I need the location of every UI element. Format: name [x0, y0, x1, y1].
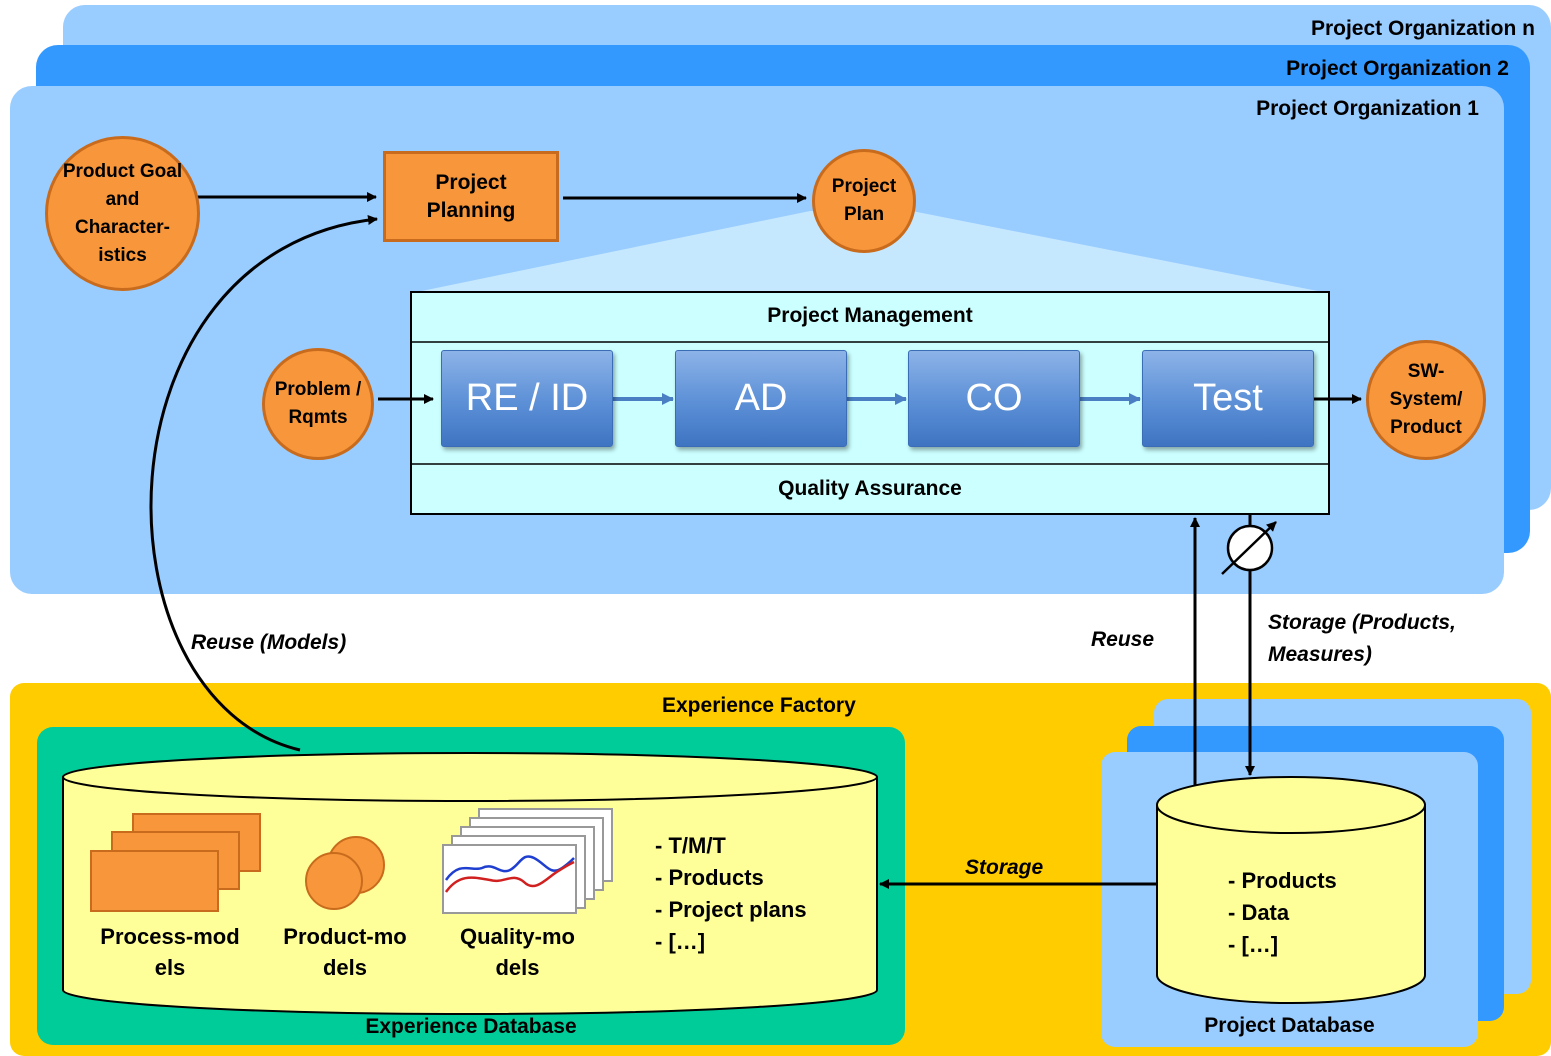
quality-models-icon	[442, 808, 613, 914]
product-goal-circle: Product Goal and Character-istics	[45, 136, 200, 291]
quality-models-label: Quality-models	[460, 924, 575, 980]
problem-rqmts-circle: Problem / Rqmts	[262, 348, 374, 460]
product-models-icon	[305, 836, 385, 910]
list-item: - […]	[1228, 932, 1279, 957]
project-db-cylinder	[1156, 776, 1426, 1004]
quality-assurance-label: Quality Assurance	[778, 477, 962, 500]
process-models-label: Process-models	[100, 924, 240, 980]
reuse-models-curve	[149, 215, 378, 752]
org-2-title: Project Organization 2	[1286, 57, 1509, 80]
project-db-items: - Products - Data - […]	[1228, 865, 1337, 961]
list-item: - Products	[1228, 868, 1337, 893]
list-item: - […]	[655, 929, 706, 954]
org-1-title: Project Organization 1	[1256, 97, 1479, 120]
phase-re-id: RE / ID	[441, 350, 613, 447]
storage-label: Storage	[965, 856, 1044, 879]
project-management-label: Project Management	[767, 304, 973, 327]
experience-db-items: - T/M/T - Products - Project plans - […]	[655, 830, 807, 958]
product-models-label: Product-models	[283, 924, 407, 980]
list-item: - Products	[655, 865, 764, 890]
measurement-gauge-icon	[1221, 521, 1277, 575]
reuse-label: Reuse	[1091, 628, 1155, 651]
phase-ad: AD	[675, 350, 847, 447]
experience-database-title: Experience Database	[365, 1015, 577, 1038]
list-item: - T/M/T	[655, 833, 726, 858]
reuse-models-label: Reuse (Models)	[191, 631, 347, 654]
project-plan-circle: Project Plan	[812, 149, 916, 253]
phase-test: Test	[1142, 350, 1314, 447]
project-database-title: Project Database	[1204, 1014, 1375, 1037]
phase-co: CO	[908, 350, 1080, 447]
list-item: - Project plans	[655, 897, 807, 922]
project-planning-label: Project Planning	[426, 170, 516, 222]
org-n-title: Project Organization n	[1310, 17, 1535, 40]
experience-factory-title: Experience Factory	[662, 694, 856, 717]
list-item: - Data	[1228, 900, 1290, 925]
project-planning-box: Project Planning	[383, 151, 559, 242]
storage-products-measures-label: Storage (Products, Measures)	[1268, 611, 1456, 666]
process-models-icon	[90, 813, 261, 912]
sw-system-circle: SW-System/ Product	[1366, 340, 1486, 460]
